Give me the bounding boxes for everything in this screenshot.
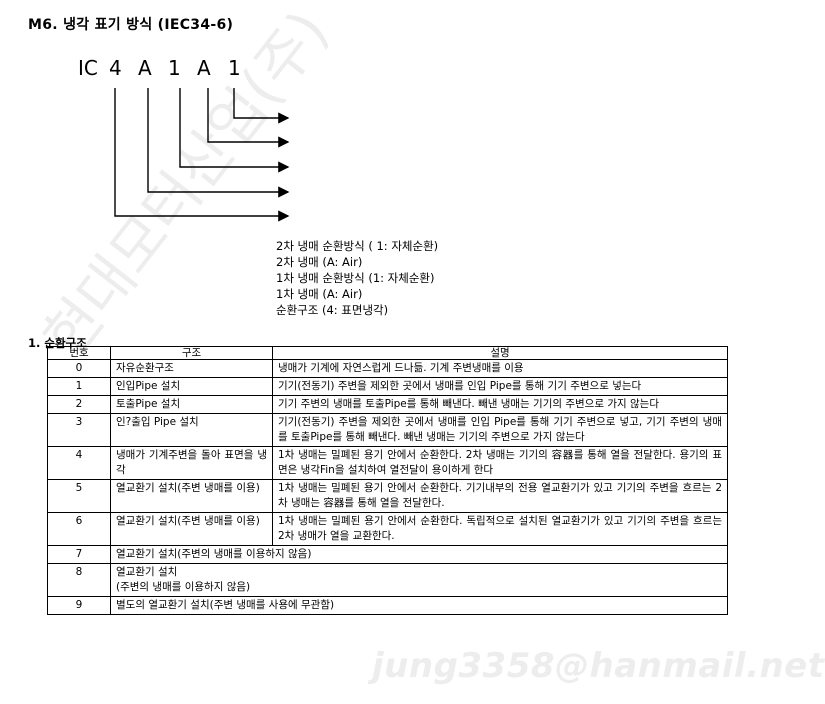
- connector-line-3: [179, 88, 290, 173]
- row-description: 기기 주변의 냉매를 토출Pipe를 통해 빼낸다. 빼낸 냉매는 기기의 주변…: [272, 395, 728, 414]
- legend-item: 순환구조 (4: 표면냉각): [276, 303, 389, 317]
- code-secondary-coolant: A: [197, 56, 211, 80]
- row-structure: 자유순환구조: [110, 359, 273, 378]
- row-description: 1차 냉매는 밀폐된 용기 안에서 순환한다. 기기내부의 전용 열교환기가 있…: [272, 479, 728, 513]
- legend-item: 2차 냉매 순환방식 ( 1: 자체순환): [276, 239, 439, 253]
- row-description: 1차 냉매는 밀폐된 용기 안에서 순환한다. 독립적으로 설치된 열교환기가 …: [272, 512, 728, 546]
- code-digit-circuit: 4: [109, 56, 122, 80]
- connector-line-4: [207, 88, 290, 148]
- circulation-table: 번호 구조 설명 0 자유순환구조 냉매가 기계에 자연스럽게 드나듦. 기계 …: [47, 346, 728, 615]
- connector-line-1: [114, 88, 290, 222]
- page-title: M6. 냉각 표기 방식 (IEC34-6): [28, 17, 234, 33]
- legend-item: 2차 냉매 (A: Air): [276, 255, 363, 269]
- row-number: 6: [47, 512, 111, 546]
- row-number: 8: [47, 563, 111, 597]
- table-row: 8 열교환기 설치 (주변의 냉매를 이용하지 않음): [47, 563, 728, 597]
- row-structure: 인입Pipe 설치: [110, 377, 273, 396]
- table-row: 2 토출Pipe 설치 기기 주변의 냉매를 토출Pipe를 통해 빼낸다. 빼…: [47, 395, 728, 414]
- row-structure: 열교환기 설치(주변의 냉매를 이용하지 않음): [110, 545, 728, 564]
- row-structure: 냉매가 기계주변을 돌아 표면을 냉각: [110, 446, 273, 480]
- legend-item: 1차 냉매 (A: Air): [276, 287, 363, 301]
- row-number: 2: [47, 395, 111, 414]
- code-primary-coolant: A: [138, 56, 152, 80]
- table-row: 4 냉매가 기계주변을 돌아 표면을 냉각 1차 냉매는 밀폐된 용기 안에서 …: [47, 446, 728, 480]
- code-secondary-circulation: 1: [228, 56, 241, 80]
- table-row: 3 인?출입 Pipe 설치 기기(전동기) 주변을 제외한 곳에서 냉매를 인…: [47, 413, 728, 447]
- row-structure: 별도의 열교환기 설치(주변 냉매를 사용에 무관함): [110, 596, 728, 615]
- legend-item: 1차 냉매 순환방식 (1: 자체순환): [276, 271, 435, 285]
- table-row: 9 별도의 열교환기 설치(주변 냉매를 사용에 무관함): [47, 596, 728, 615]
- table-row: 1 인입Pipe 설치 기기(전동기) 주변을 제외한 곳에서 냉매를 인입 P…: [47, 377, 728, 396]
- code-legend: 2차 냉매 순환방식 ( 1: 자체순환) 2차 냉매 (A: Air) 1차 …: [276, 238, 438, 318]
- row-number: 9: [47, 596, 111, 615]
- row-description: 기기(전동기) 주변을 제외한 곳에서 냉매를 인입 Pipe를 통해 기기 주…: [272, 413, 728, 447]
- header-structure: 구조: [110, 346, 273, 360]
- row-number: 7: [47, 545, 111, 564]
- header-description: 설명: [272, 346, 728, 360]
- table-header-row: 번호 구조 설명: [47, 346, 728, 360]
- row-structure: 열교환기 설치 (주변의 냉매를 이용하지 않음): [110, 563, 728, 597]
- code-prefix: IC: [78, 56, 98, 80]
- row-description: 1차 냉매는 밀폐된 용기 안에서 순환한다. 2차 냉매는 기기의 容器를 통…: [272, 446, 728, 480]
- row-number: 5: [47, 479, 111, 513]
- connector-line-5: [233, 88, 290, 124]
- table-row: 7 열교환기 설치(주변의 냉매를 이용하지 않음): [47, 545, 728, 564]
- row-structure: 인?출입 Pipe 설치: [110, 413, 273, 447]
- table-row: 0 자유순환구조 냉매가 기계에 자연스럽게 드나듦. 기계 주변냉매를 이용: [47, 359, 728, 378]
- row-description: 냉매가 기계에 자연스럽게 드나듦. 기계 주변냉매를 이용: [272, 359, 728, 378]
- code-primary-circulation: 1: [168, 56, 181, 80]
- row-structure: 토출Pipe 설치: [110, 395, 273, 414]
- row-number: 3: [47, 413, 111, 447]
- row-structure: 열교환기 설치(주변 냉매를 이용): [110, 512, 273, 546]
- row-structure: 열교환기 설치(주변 냉매를 이용): [110, 479, 273, 513]
- table-row: 5 열교환기 설치(주변 냉매를 이용) 1차 냉매는 밀폐된 용기 안에서 순…: [47, 479, 728, 513]
- email-watermark: jung3358@hanmail.net: [372, 646, 825, 686]
- connector-line-2: [147, 88, 290, 198]
- table-row: 6 열교환기 설치(주변 냉매를 이용) 1차 냉매는 밀폐된 용기 안에서 순…: [47, 512, 728, 546]
- code-connector-diagram: [114, 88, 290, 222]
- row-number: 1: [47, 377, 111, 396]
- row-number: 4: [47, 446, 111, 480]
- row-description: 기기(전동기) 주변을 제외한 곳에서 냉매를 인입 Pipe를 통해 기기 주…: [272, 377, 728, 396]
